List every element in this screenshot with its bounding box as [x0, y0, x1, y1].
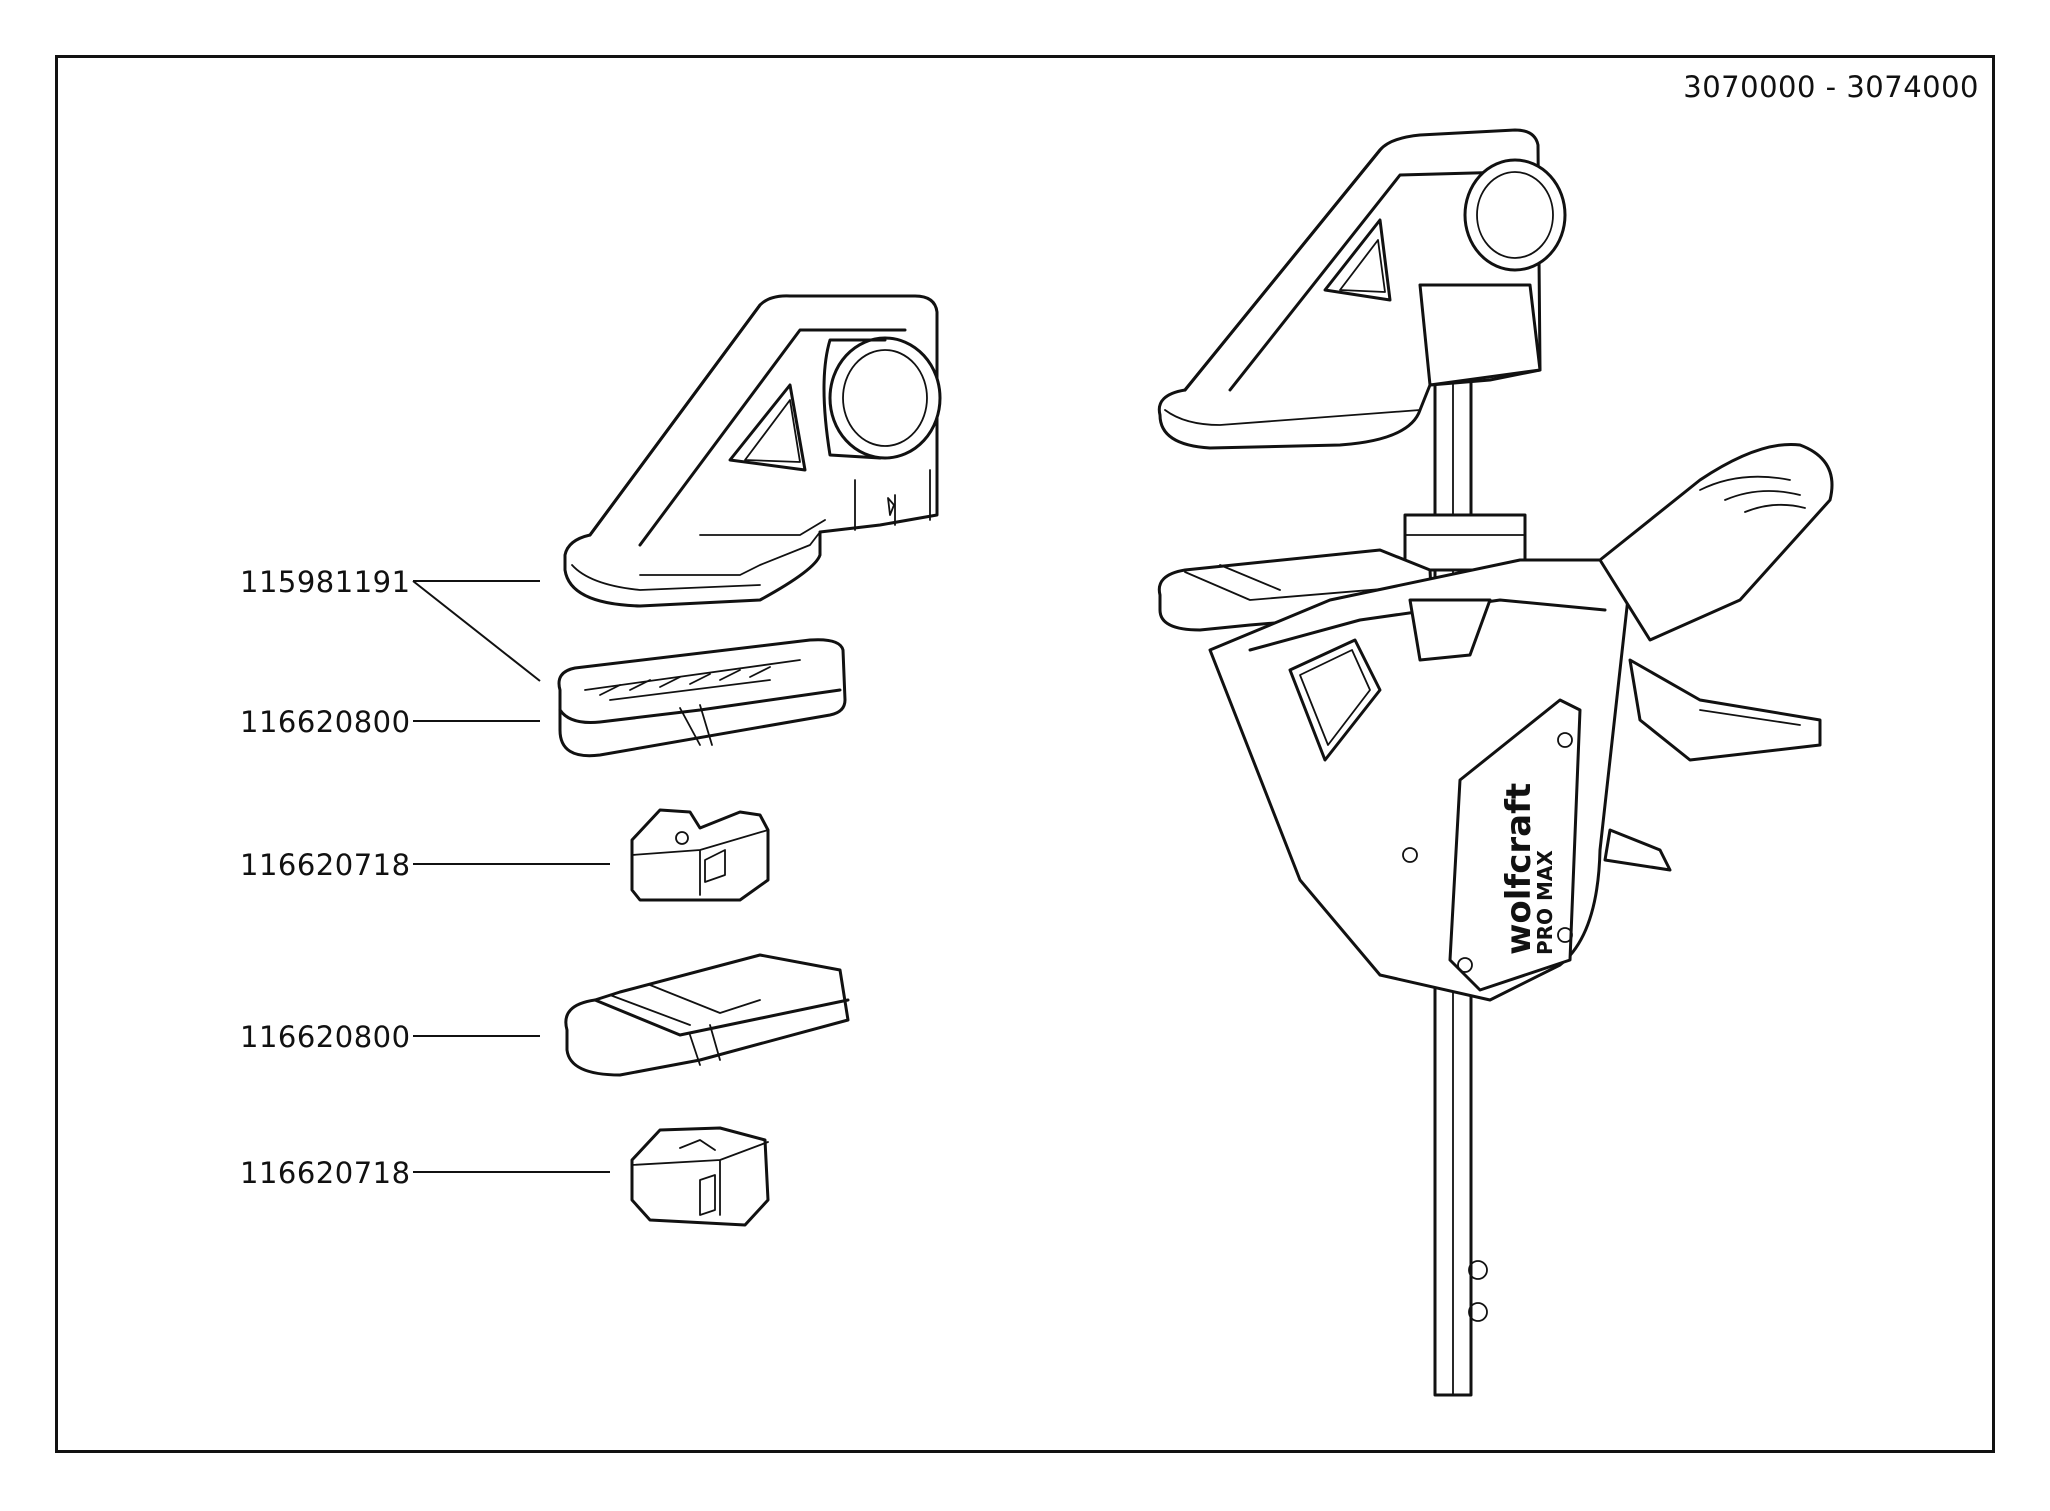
leader-lines	[412, 580, 610, 1173]
part-label: 115981191	[240, 565, 411, 599]
small-insert-part	[630, 808, 770, 902]
drawing-frame	[55, 55, 1995, 1453]
model-label: PRO MAX	[1533, 850, 1557, 955]
upper-jaw-part	[563, 294, 942, 608]
reference-number: 3070000 - 3074000	[1683, 70, 1979, 104]
part-label: 116620718	[240, 848, 411, 882]
part-label: 116620800	[240, 705, 411, 739]
lower-pad-part	[564, 953, 850, 1077]
small-insert-2-part	[630, 1126, 770, 1227]
part-label: 116620718	[240, 1156, 411, 1190]
brand-logo: wolfcraft	[1499, 783, 1539, 955]
jaw-pad-part	[557, 638, 847, 758]
part-label: 116620800	[240, 1020, 411, 1054]
assembled-clamp: wolfcraft PRO MAX	[1157, 128, 1834, 1397]
